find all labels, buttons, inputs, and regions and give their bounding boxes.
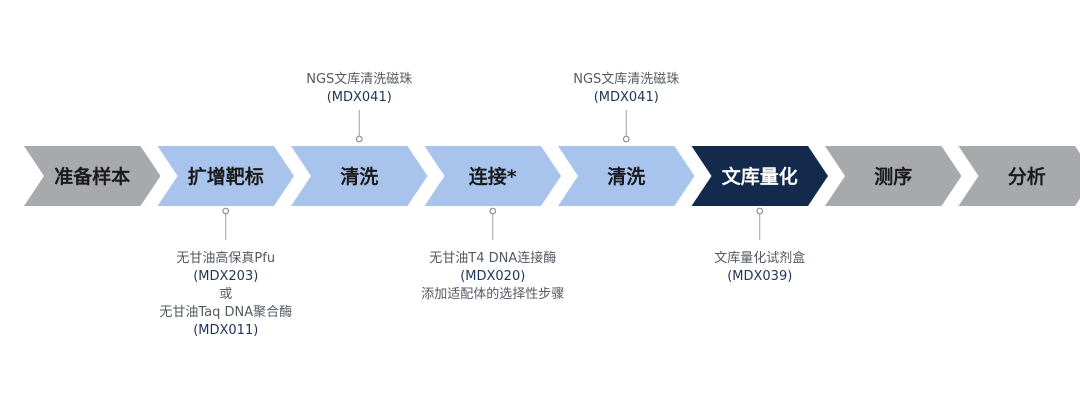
step-arrow-8 [958,146,1080,206]
product-name: NGS文库清洗磁珠 [573,71,679,87]
callout-dot [756,207,764,215]
step-label-2: 扩增靶标 [188,165,264,188]
callout-4: NGS文库清洗磁珠 (MDX041) [573,71,679,143]
step-arrow-1 [24,146,161,206]
step-arrow-2 [157,146,294,206]
callout-dot [622,135,630,143]
step-label-7: 测序 [874,165,912,188]
step-label-5: 清洗 [607,165,645,188]
callout-dot [355,135,363,143]
product-name: NGS文库清洗磁珠 [306,71,412,87]
product-code: (MDX041) [327,90,392,105]
product-code: (MDX039) [727,269,792,284]
step-label-1: 准备样本 [54,165,130,188]
step-arrow-7 [825,146,962,206]
callout-dot [489,207,497,215]
step-arrow-5 [558,146,695,206]
callout-3: 无甘油T4 DNA连接酶 (MDX020) 添加适配体的选择性步骤 [421,207,564,302]
step-label-3: 清洗 [340,165,378,188]
callout-dot [222,207,230,215]
product-code: (MDX041) [594,90,659,105]
product-name: 或 [219,287,232,302]
product-code: (MDX011) [193,323,258,338]
product-code: (MDX203) [193,269,258,284]
callout-5: 文库量化试剂盒 (MDX039) [714,207,805,284]
product-name: 无甘油Taq DNA聚合酶 [159,304,292,320]
step-arrow-4 [424,146,561,206]
product-code: (MDX020) [460,269,525,284]
product-name: 文库量化试剂盒 [714,250,805,266]
product-name: 无甘油高保真Pfu [176,250,275,266]
step-label-4: 连接* [469,165,517,188]
step-label-8: 分析 [1008,165,1046,188]
step-arrow-3 [291,146,428,206]
step-label-6: 文库量化 [722,165,798,188]
product-name: 无甘油T4 DNA连接酶 [429,250,556,266]
product-name: 添加适配体的选择性步骤 [421,286,564,302]
callout-2: NGS文库清洗磁珠 (MDX041) [306,71,412,143]
step-arrow-6 [691,146,828,206]
